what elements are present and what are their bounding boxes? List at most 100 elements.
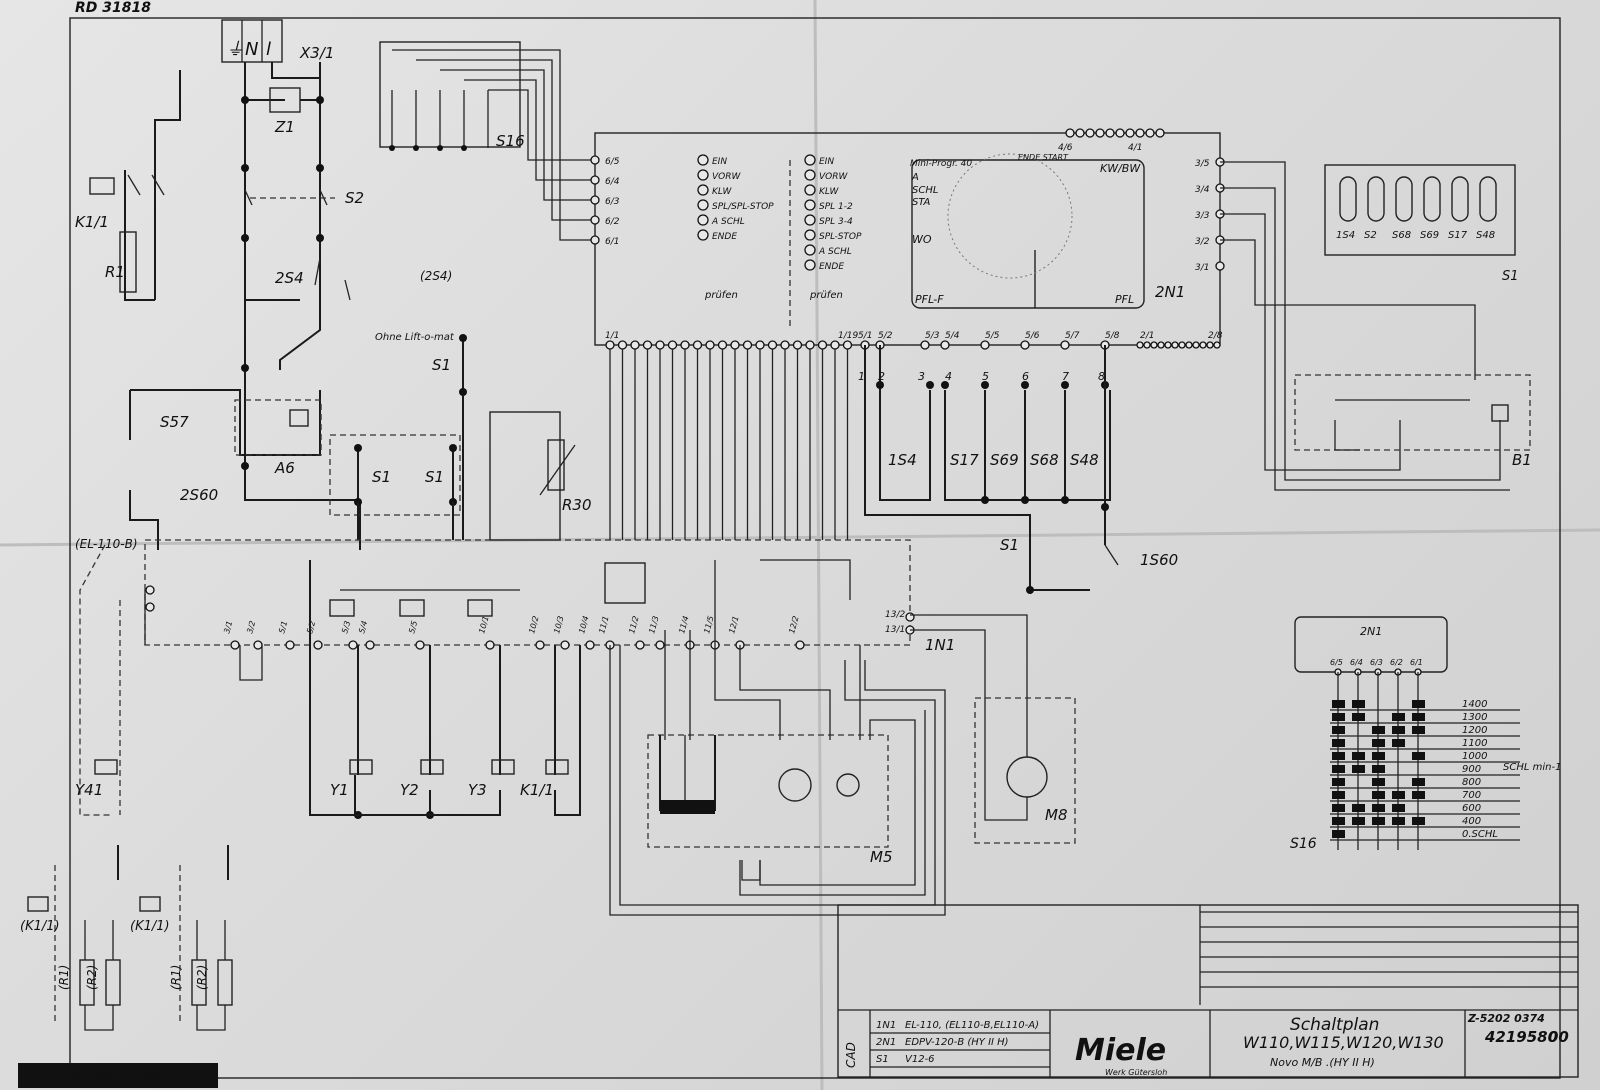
indicator-led — [804, 259, 816, 271]
indicator-led — [697, 169, 709, 181]
bus-pin — [667, 340, 678, 350]
label-y1: Y1 — [330, 781, 349, 799]
bus-label: 5/5 — [985, 331, 1000, 341]
module-pin-label: 10/4 — [577, 615, 590, 635]
s1-slot-label: S48 — [1476, 230, 1495, 241]
label-prufen-2: prüfen — [809, 290, 843, 301]
module-pin-label: 11/5 — [702, 615, 715, 635]
speed-value: 1300 — [1462, 712, 1487, 723]
port-left: 6/3 — [605, 197, 620, 207]
module-pin-label: 13/2 — [885, 610, 905, 620]
indicator-led — [697, 184, 709, 196]
bus-pin — [1213, 341, 1221, 349]
bus-pin — [920, 340, 930, 350]
part-ref: 2N1 — [876, 1037, 896, 1048]
switch-number: 1 — [858, 370, 865, 383]
label-r2-l: (R2) — [85, 965, 99, 990]
label-y2: Y2 — [400, 781, 419, 799]
label-r1-l: (R1) — [57, 965, 71, 990]
label-schl-min: SCHL min-1 — [1503, 762, 1561, 773]
panel-right-item: EIN — [819, 157, 834, 167]
top-pin — [1125, 128, 1135, 138]
part-ref: S1 — [876, 1054, 889, 1065]
terminal-l: l — [266, 39, 271, 60]
speed-cam-mark — [1412, 713, 1425, 721]
label-y3: Y3 — [468, 781, 487, 799]
block-m5 — [647, 734, 889, 848]
speed-cam-mark — [1352, 700, 1365, 708]
brand-logo: Miele — [1075, 1033, 1166, 1068]
label-m5: M5 — [870, 848, 893, 866]
module-pin — [905, 612, 915, 622]
bus-pin — [830, 340, 840, 350]
block-m8 — [974, 697, 1076, 844]
label-opt-a: A — [911, 172, 919, 183]
module-pin — [415, 640, 425, 650]
panel-right-item: SPL 3-4 — [819, 217, 853, 227]
bus-pin — [1060, 340, 1070, 350]
speed-value: 1000 — [1462, 751, 1487, 762]
bus-pin — [642, 340, 653, 350]
label-r2-r: (R2) — [195, 965, 209, 990]
terminal-x3-1: ⏚ N l — [221, 19, 283, 63]
panel-right-item: SPL 1-2 — [819, 202, 853, 212]
bus-label: 5/7 — [1065, 331, 1080, 341]
top-pin — [1085, 128, 1095, 138]
label-el-110-b: (EL-110-B) — [75, 537, 138, 551]
label-opt-sta: STA — [912, 197, 931, 208]
label-r1-r: (R1) — [169, 965, 183, 990]
bus-pin — [680, 340, 690, 350]
speed-value: 1100 — [1462, 738, 1487, 749]
speed-cam-mark — [1332, 765, 1345, 773]
module-pin — [635, 640, 645, 650]
top-pin — [1135, 128, 1145, 138]
speed-cam-mark — [1332, 804, 1345, 812]
port-right: 3/4 — [1195, 185, 1210, 195]
part-desc: EDPV-120-B (HY II H) — [905, 1037, 1009, 1048]
bus-pin — [655, 340, 665, 350]
port-pin — [590, 235, 600, 245]
label-1s60: 1S60 — [1140, 551, 1178, 569]
module-pin-label: 11/2 — [627, 615, 640, 635]
speed-cam-mark — [1392, 817, 1405, 825]
bus-pin — [1143, 341, 1151, 349]
bus-label: 2/1 — [1140, 331, 1154, 341]
bus-pin — [1178, 341, 1186, 349]
speed-cam-mark — [1352, 752, 1365, 760]
label-y41: Y41 — [75, 781, 103, 799]
block-b1 — [1294, 374, 1531, 451]
speed-cam-mark — [1412, 791, 1425, 799]
bus-pin — [805, 340, 815, 350]
bus-label: 5/4 — [945, 331, 960, 341]
module-pin-label: 10/3 — [552, 615, 565, 635]
indicator-led — [804, 244, 816, 256]
module-pin-label: 10/1 — [477, 615, 490, 635]
speed-cam-mark — [1392, 713, 1405, 721]
speed-cam-mark — [1392, 791, 1405, 799]
indicator-led — [804, 169, 816, 181]
bus-label: 5/1 — [858, 331, 872, 341]
title-cad: CAD — [844, 1042, 858, 1068]
indicator-led — [804, 184, 816, 196]
panel-right-item: ENDE — [819, 262, 844, 272]
module-pin-label: 5/4 — [357, 620, 369, 635]
bus-pin — [767, 340, 778, 350]
indicator-led — [804, 199, 816, 211]
panel-right-item: A SCHL — [818, 247, 852, 257]
bus-pin — [1157, 341, 1165, 349]
drawing-number-bar — [18, 1063, 218, 1088]
label-s2: S2 — [345, 189, 364, 207]
port-pin — [590, 155, 600, 165]
bus-pin — [730, 340, 740, 350]
bus-pin — [705, 340, 715, 350]
port-right: 3/5 — [1195, 159, 1210, 169]
s1-slot-label: S2 — [1364, 230, 1377, 241]
heater-bar — [660, 800, 715, 814]
label-s1-a: S1 — [432, 356, 451, 374]
s1-slot — [1479, 176, 1497, 222]
label-2s60: 2S60 — [180, 486, 218, 504]
bus-pin — [980, 340, 990, 350]
bus-pin — [940, 340, 950, 350]
speed-cam-mark — [1412, 817, 1425, 825]
paper-fold — [0, 528, 1600, 547]
